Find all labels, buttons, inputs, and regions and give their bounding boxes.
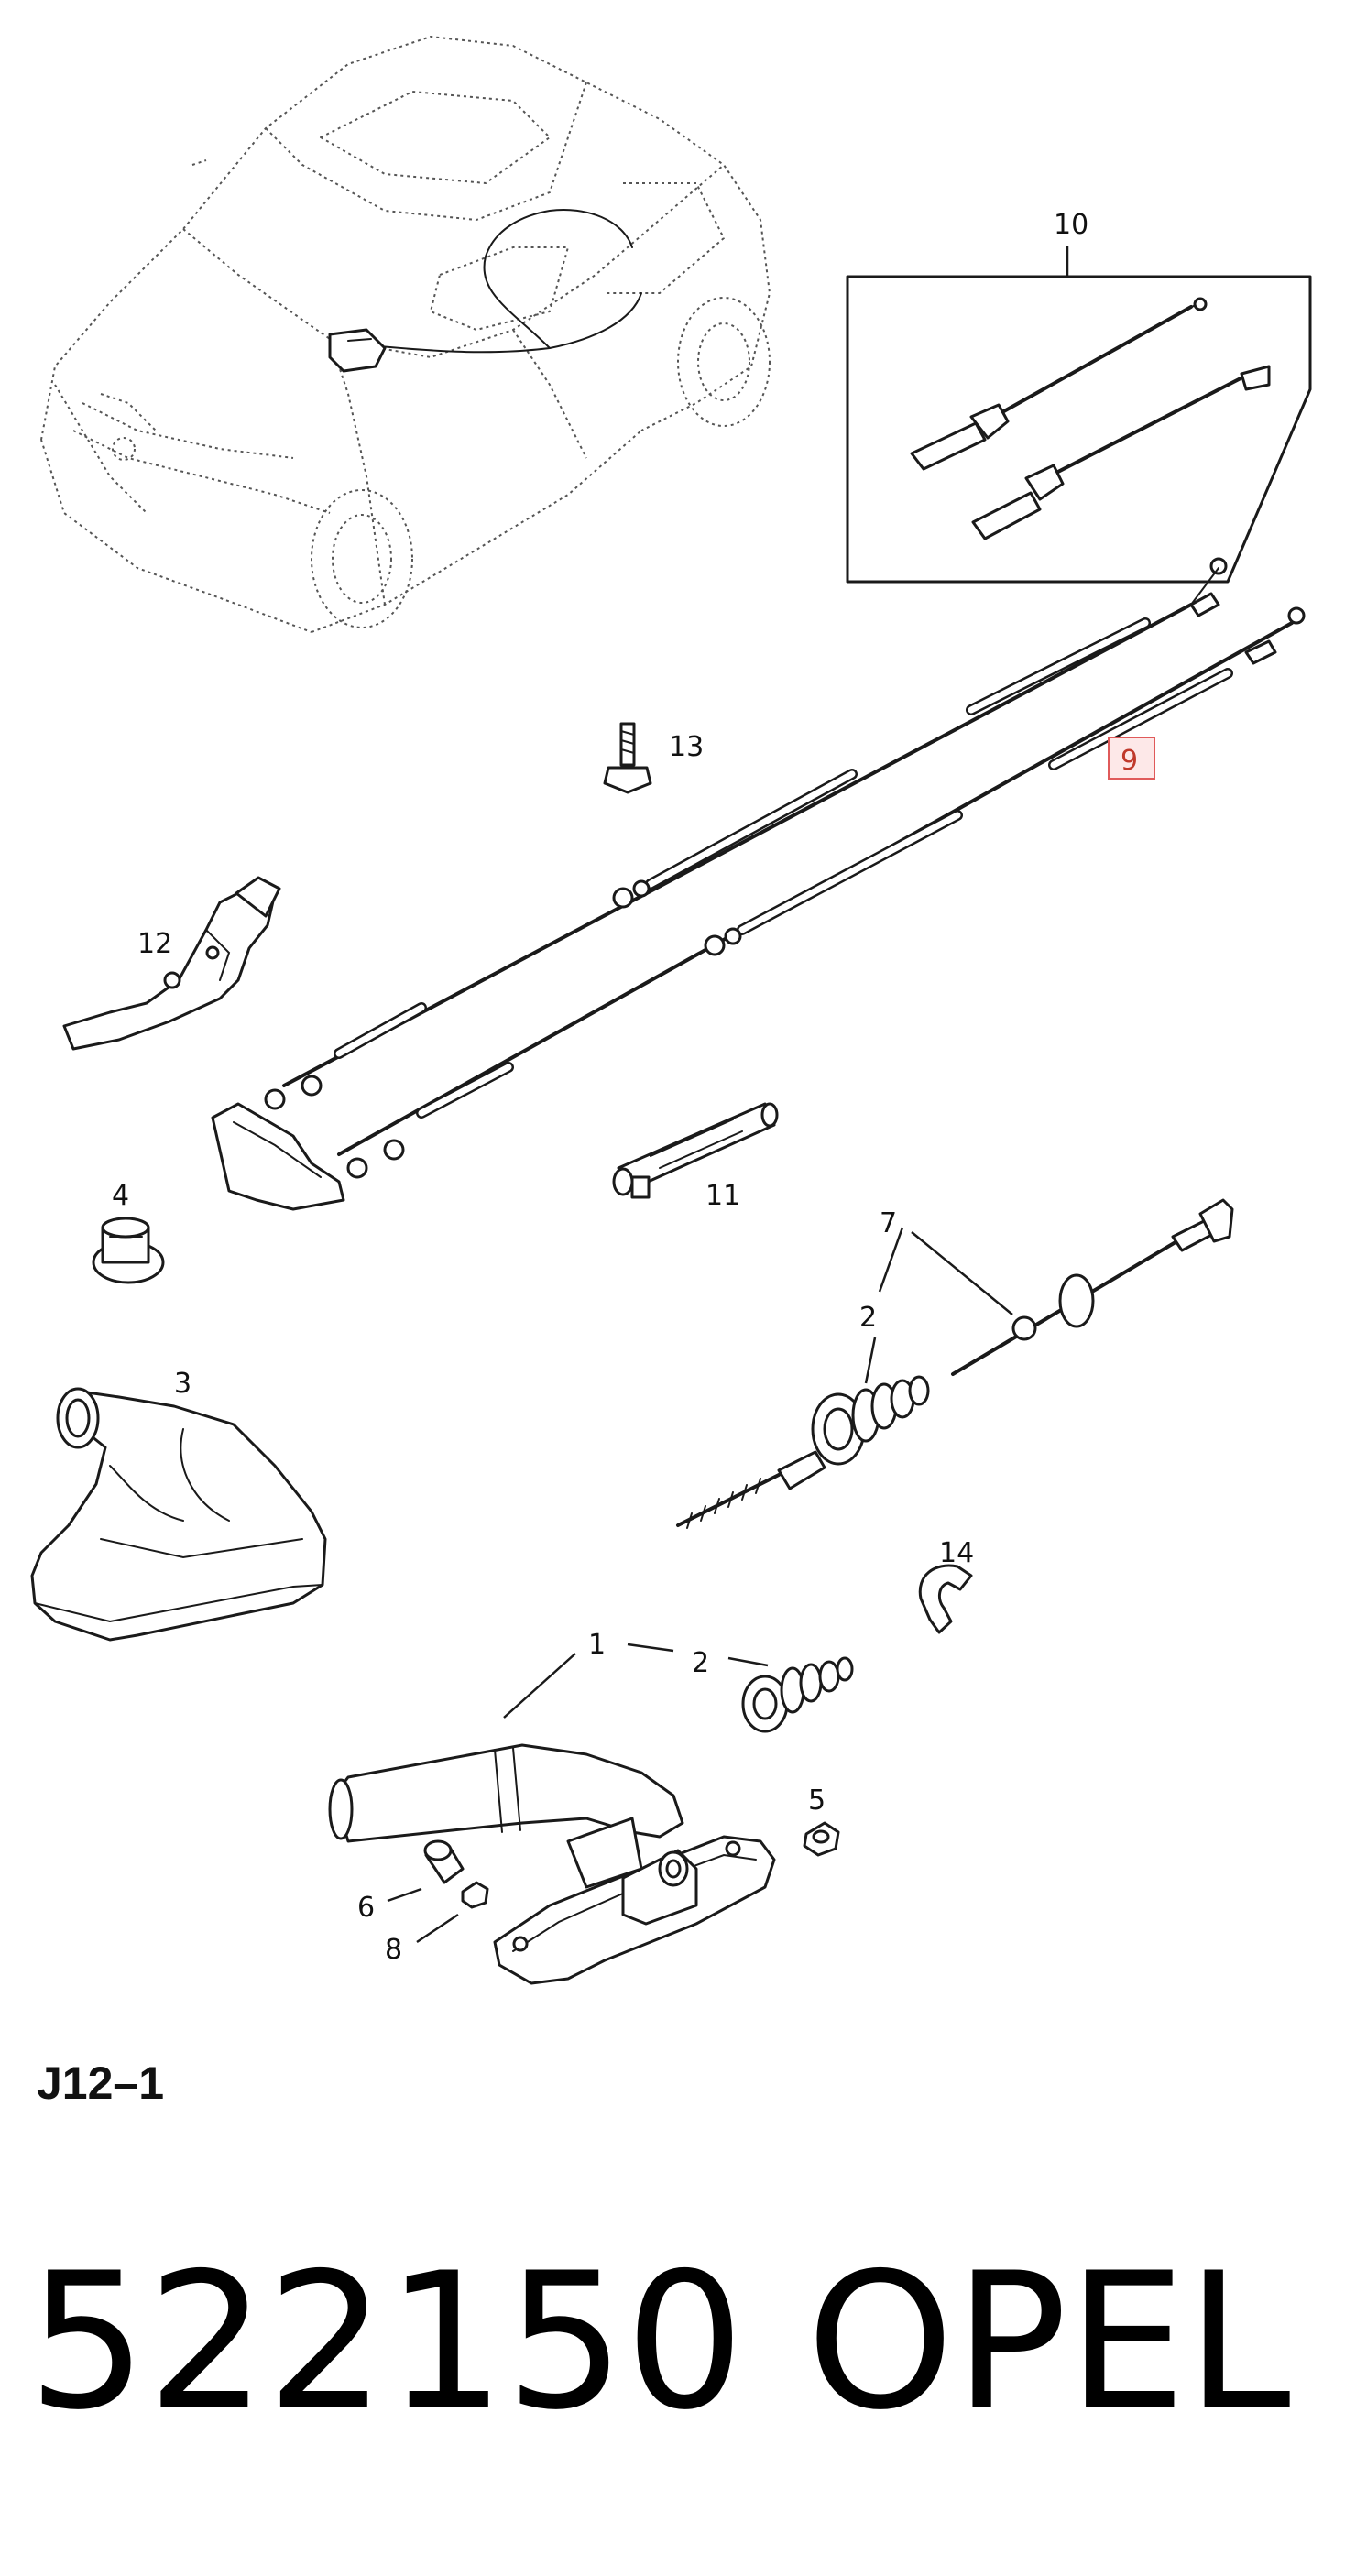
callout-9-highlight-box: [1108, 737, 1155, 780]
callout-14: 14: [939, 1537, 974, 1569]
callout-8: 8: [385, 1934, 402, 1966]
item-9-brake-cables: 9: [211, 557, 1306, 1211]
car-outline: [40, 36, 771, 633]
callout-2-lower: 2: [692, 1647, 709, 1679]
part-number: 522150: [27, 2233, 745, 2451]
callout-11: 11: [705, 1180, 740, 1212]
callout-9: 9: [1121, 745, 1138, 777]
item-13-bolt: 13: [603, 722, 704, 794]
item-14-clip: 14: [918, 1537, 974, 1634]
item-4-clip: 4: [92, 1180, 165, 1284]
sensor-wiring: [328, 209, 642, 373]
callout-12: 12: [137, 928, 172, 960]
callout-10: 10: [1054, 209, 1088, 241]
callout-7: 7: [880, 1207, 897, 1239]
diagram-code: J12–1: [37, 2058, 165, 2109]
callout-6: 6: [357, 1892, 375, 1924]
callout-3: 3: [174, 1368, 191, 1400]
item-10-box: 10: [846, 209, 1312, 584]
callout-1: 1: [588, 1629, 606, 1661]
brand-name: OPEL: [806, 2233, 1291, 2451]
item-12-bracket: 12: [62, 876, 281, 1051]
callout-5: 5: [808, 1785, 826, 1817]
item-1-handbrake-lever: 1 2 5 6 8: [328, 1629, 854, 1985]
item-7-cable: 7 2: [676, 1198, 1234, 1529]
item-11-sleeve: 11: [612, 1102, 779, 1212]
item-3-boot: 3: [30, 1368, 327, 1642]
callout-4: 4: [112, 1180, 129, 1212]
callout-2-upper: 2: [859, 1302, 877, 1334]
callout-13: 13: [669, 731, 704, 763]
